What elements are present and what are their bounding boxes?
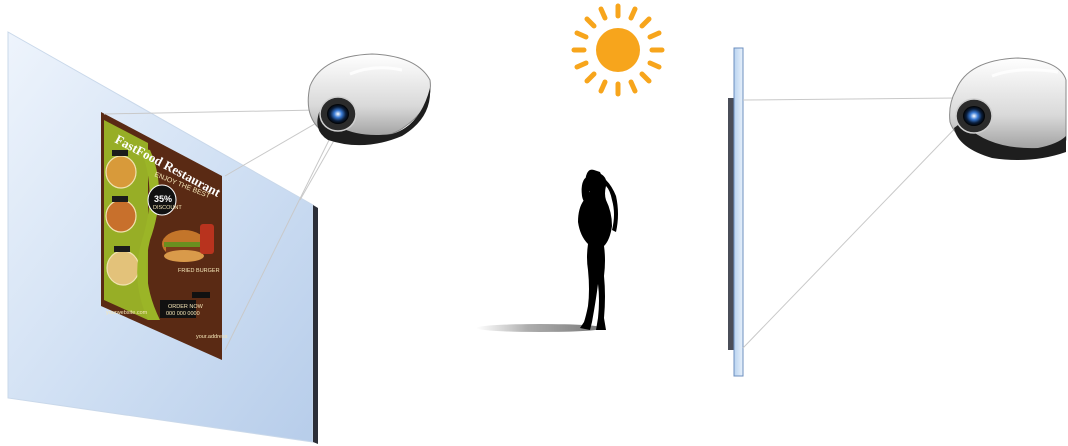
projector-icon bbox=[950, 58, 1066, 160]
poster-burger-label: FRIED BURGER bbox=[178, 268, 220, 274]
person-silhouette-icon bbox=[476, 170, 618, 332]
poster-phone-number: 000 000 0000 bbox=[166, 311, 200, 317]
right-projection-beams bbox=[743, 98, 965, 348]
poster-footer-left: yourwebsite.com bbox=[106, 310, 148, 316]
poster-order-label: ORDER NOW bbox=[168, 304, 204, 310]
poster-discount-sub: DISCOUNT bbox=[153, 205, 182, 211]
poster-footer-right: your.address bbox=[196, 334, 228, 340]
projector-icon bbox=[308, 54, 430, 145]
right-glass-screen bbox=[728, 48, 743, 376]
sun-icon bbox=[574, 6, 662, 94]
poster-discount: 35% bbox=[154, 194, 172, 204]
